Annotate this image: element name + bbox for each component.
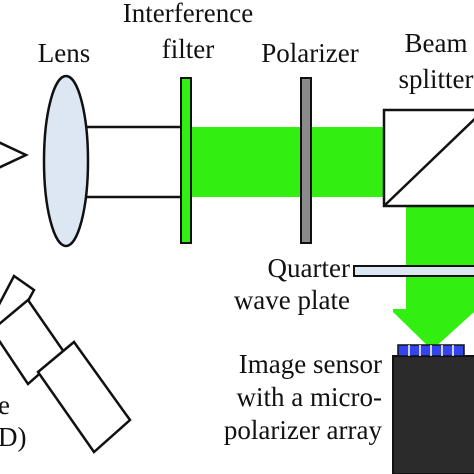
green-beam-arrow bbox=[393, 309, 474, 350]
beam-splitter-label-line1: Beam bbox=[405, 28, 468, 58]
quarter-wave-plate-element bbox=[353, 265, 474, 277]
partial-left-label-line2: D) bbox=[0, 422, 27, 452]
interference-filter-label-line1: Interference bbox=[123, 0, 253, 28]
quarter-wave-plate-label-line2: wave plate bbox=[234, 285, 350, 315]
polarizer-element bbox=[300, 77, 312, 244]
beam-splitter-green-overlap bbox=[406, 128, 474, 196]
image-sensor-label-line3: polarizer array bbox=[224, 415, 383, 445]
camera-partial bbox=[0, 274, 132, 454]
green-beam-vertical bbox=[406, 197, 474, 309]
beam-splitter-label-line2: splitter bbox=[399, 64, 474, 94]
image-sensor-body bbox=[392, 355, 474, 474]
beam-splitter-diagonal bbox=[383, 117, 474, 207]
interference-filter-label-line2: filter bbox=[162, 34, 214, 64]
interference-filter-element bbox=[180, 77, 192, 244]
image-sensor-label-line2: with a micro- bbox=[237, 382, 382, 412]
polarizer-label: Polarizer bbox=[261, 38, 358, 68]
lens-label: Lens bbox=[38, 38, 90, 68]
partial-left-label-line1: e bbox=[0, 390, 10, 420]
image-sensor-label-line1: Image sensor bbox=[239, 349, 382, 379]
quarter-wave-plate-label-line1: Quarter bbox=[268, 253, 350, 283]
lens-element bbox=[42, 74, 90, 248]
light-source-arrow bbox=[0, 141, 29, 169]
